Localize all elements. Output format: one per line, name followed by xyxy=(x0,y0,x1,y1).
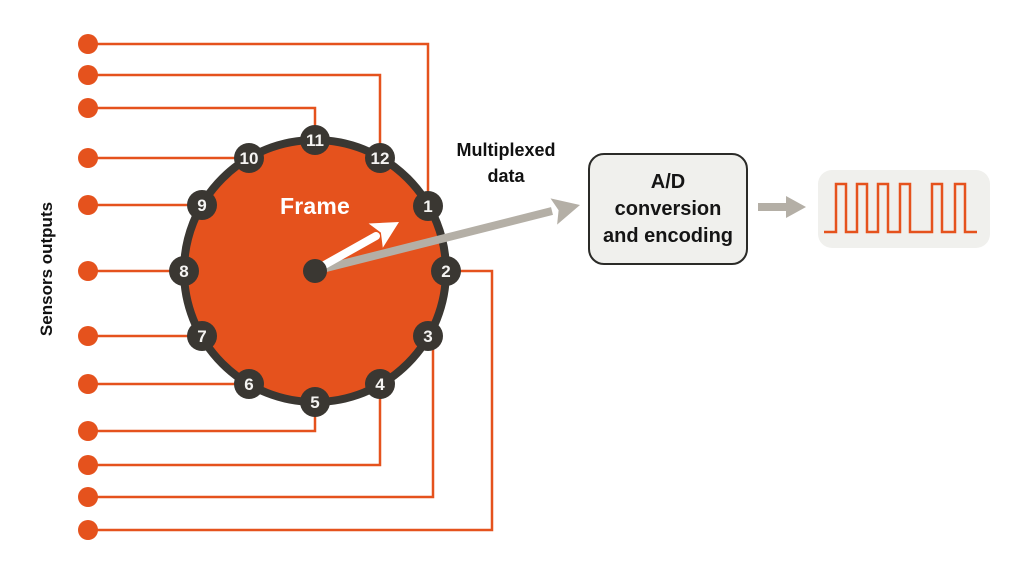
frame-slot-number: 9 xyxy=(197,195,207,215)
sensor-dot xyxy=(78,65,98,85)
frame-slot-9: 9 xyxy=(187,190,217,220)
sensor-dot xyxy=(78,421,98,441)
frame-slot-11: 11 xyxy=(300,125,330,155)
sensor-dots xyxy=(78,34,98,540)
sensor-dot xyxy=(78,261,98,281)
frame-slot-5: 5 xyxy=(300,387,330,417)
sensor-dot xyxy=(78,98,98,118)
sensor-wire-2 xyxy=(88,73,382,158)
digital-signal-box xyxy=(818,170,990,248)
frame-slot-number: 3 xyxy=(423,326,433,346)
pointer-head xyxy=(368,222,399,248)
sensor-dot xyxy=(78,455,98,475)
frame-slot-12: 12 xyxy=(365,143,395,173)
frame-label: Frame xyxy=(279,193,351,219)
frame-slot-6: 6 xyxy=(234,369,264,399)
frame-slot-7: 7 xyxy=(187,321,217,351)
ad-box-line3: and encoding xyxy=(603,224,733,247)
ad-box-line1: A/D xyxy=(650,170,686,193)
multiplexed-arrow-head xyxy=(550,198,580,225)
sensor-dot xyxy=(78,326,98,346)
frame-slot-number: 10 xyxy=(239,148,259,168)
frame-slot-number: 11 xyxy=(306,130,324,150)
frame-hub xyxy=(303,259,327,283)
multiplexed-data-line2: data xyxy=(487,166,525,187)
square-wave-trace xyxy=(824,182,977,234)
sensor-wires xyxy=(88,42,494,532)
output-arrow xyxy=(758,196,806,218)
sensor-dot xyxy=(78,148,98,168)
frame-slot-number: 12 xyxy=(370,148,390,168)
sensor-dot xyxy=(78,195,98,215)
ad-conversion-box: A/D conversion and encoding xyxy=(588,153,748,265)
sensor-dot xyxy=(78,374,98,394)
multiplexed-data-line1: Multiplexed xyxy=(456,140,556,160)
frame-slot-1: 1 xyxy=(413,191,443,221)
frame-slot-4: 4 xyxy=(365,369,395,399)
frame-slot-number: 1 xyxy=(423,196,433,216)
sensor-wire-9 xyxy=(88,404,317,433)
frame-slot-8: 8 xyxy=(169,256,199,286)
sensor-wire-11 xyxy=(88,342,435,499)
ad-box-line2: conversion xyxy=(614,197,722,220)
sensor-wire-10 xyxy=(88,386,382,467)
frame-slot-10: 10 xyxy=(234,143,264,173)
output-arrow-head xyxy=(786,196,806,218)
multiplexed-data-label: Multiplexed data xyxy=(431,137,581,189)
frame-slot-3: 3 xyxy=(413,321,443,351)
frame-pointer-arrow xyxy=(315,222,399,272)
sensor-wire-3 xyxy=(88,106,317,140)
frame-slot-number: 2 xyxy=(441,261,451,281)
frame-slot-number: 7 xyxy=(197,326,207,346)
frame-slot-number: 4 xyxy=(375,374,385,394)
sensor-wire-1 xyxy=(88,42,430,198)
sensor-dot xyxy=(78,487,98,507)
frame-slot-number: 6 xyxy=(244,374,254,394)
square-wave-icon xyxy=(824,182,977,234)
frame-slot-number: 5 xyxy=(310,392,320,412)
sensor-wire-12 xyxy=(88,269,494,532)
multiplexed-arrow-shaft xyxy=(317,207,553,274)
sensor-dot xyxy=(78,34,98,54)
sensors-outputs-label: Sensors outputs xyxy=(37,201,56,337)
sensor-dot xyxy=(78,520,98,540)
frame-slot-2: 2 xyxy=(431,256,461,286)
frame-slot-number: 8 xyxy=(179,261,189,281)
multiplexed-data-arrow xyxy=(317,198,580,274)
pointer-shaft xyxy=(315,232,380,272)
